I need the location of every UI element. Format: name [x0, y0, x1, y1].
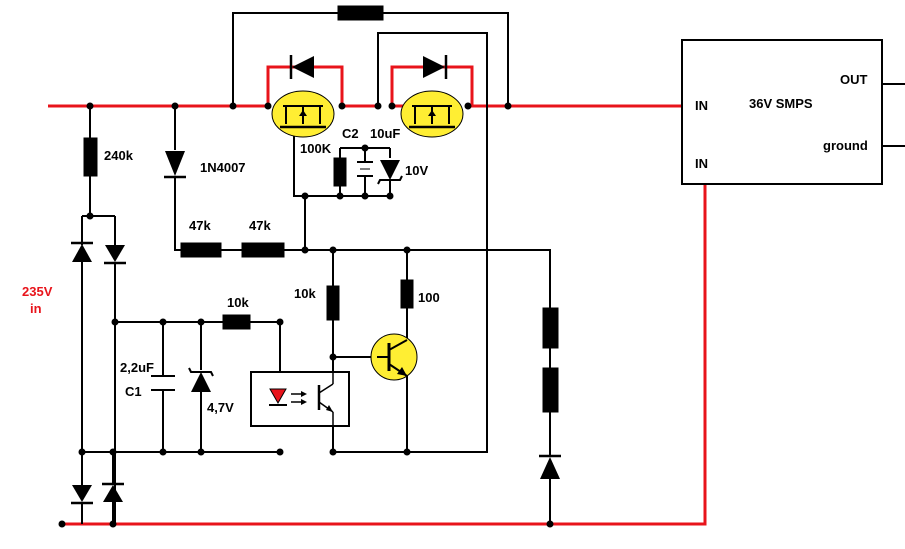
bridge-diode-top-right [104, 245, 126, 265]
junction-dots [58, 102, 554, 528]
resistor-10k-base [222, 314, 251, 330]
series-resistor-a [542, 307, 559, 349]
label-c1-value: 2,2uF [120, 360, 154, 375]
smps-in-top-label: IN [695, 98, 708, 113]
diode-series [539, 454, 561, 479]
mosfet1-body-diode [289, 55, 314, 79]
d1n4007-wire [174, 106, 305, 251]
resistor-10k-top [326, 285, 340, 321]
resistor-47k-a [180, 242, 222, 258]
label-1n4007: 1N4007 [200, 160, 246, 175]
capacitor-c2 [357, 161, 373, 177]
smps-output-leads [882, 83, 905, 147]
mosfet-2 [400, 90, 464, 138]
mosfet2-body-diode [423, 55, 448, 79]
resistor-100k [333, 157, 347, 187]
bypass-wire [232, 12, 509, 106]
series-resistor-b [542, 367, 559, 413]
bridge-diode-bottom-left [71, 485, 93, 505]
label-100k: 100K [300, 141, 332, 156]
label-100: 100 [418, 290, 440, 305]
label-10k-base: 10k [227, 295, 249, 310]
label-47k-a: 47k [189, 218, 211, 233]
label-zener-10v: 10V [405, 163, 428, 178]
resistor-240k [83, 137, 98, 177]
opto-light-arrows [291, 391, 307, 405]
bridge-diode-bottom-right [102, 482, 124, 502]
resistor-100 [400, 279, 414, 309]
mains-in-label: in [30, 301, 42, 316]
mains-voltage-label: 235V [22, 284, 53, 299]
mosfet-1 [271, 90, 335, 138]
npn-transistor [370, 333, 418, 381]
label-zener-4-7v: 4,7V [207, 400, 234, 415]
capacitor-c1 [151, 375, 175, 391]
label-47k-b: 47k [249, 218, 271, 233]
smps-ground-label: ground [823, 138, 868, 153]
zener-10v [377, 160, 403, 185]
smps-in-bottom-label: IN [695, 156, 708, 171]
optocoupler-box [250, 371, 350, 427]
label-c2: C2 [342, 126, 359, 141]
opto-led [269, 388, 287, 406]
label-c1: C1 [125, 384, 142, 399]
diode-1n4007 [164, 151, 186, 179]
bridge-diode-top-left [71, 241, 93, 262]
label-240k: 240k [104, 148, 134, 163]
mains-neutral-wire [62, 184, 707, 526]
label-c2-value: 10uF [370, 126, 400, 141]
zener-4-7v [188, 367, 214, 392]
smps-title: 36V SMPS [749, 96, 813, 111]
smps-box [681, 39, 883, 185]
opto-phototransistor [317, 372, 334, 426]
bias-rail-wire [305, 249, 551, 524]
smps-out-label: OUT [840, 72, 868, 87]
mosfet-gate-bracket [333, 32, 488, 453]
bypass-resistor [337, 5, 384, 21]
bridge-wires [81, 215, 280, 524]
label-10k-top: 10k [294, 286, 316, 301]
resistor-47k-b [241, 242, 285, 258]
